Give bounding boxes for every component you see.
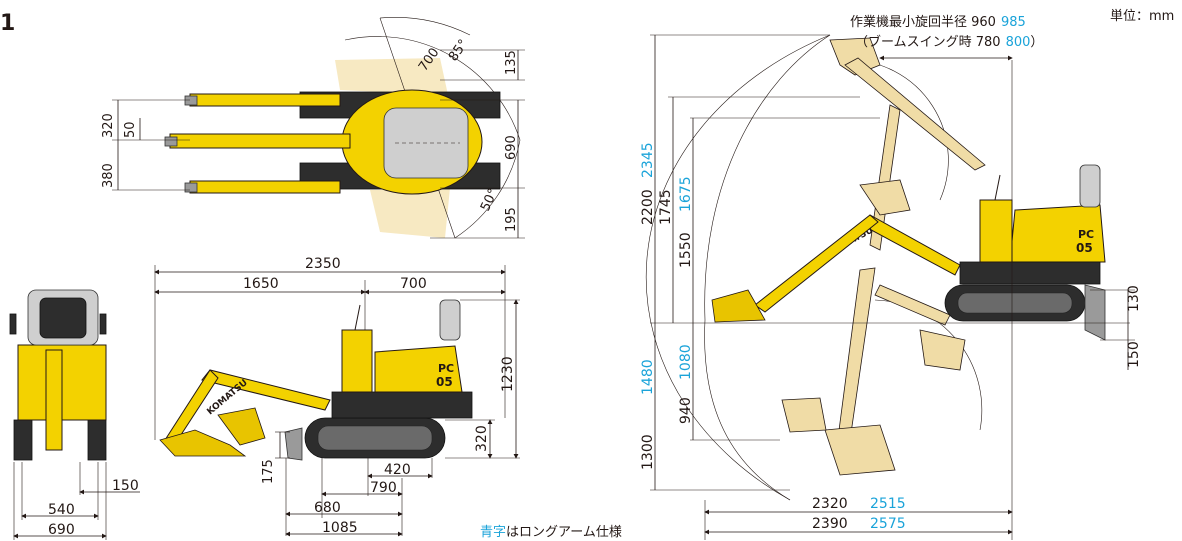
range-bucket-mid-low — [781, 397, 827, 433]
turning-radius-line2-close: ） — [1030, 35, 1043, 50]
turning-radius-line2-blue: 800 — [1006, 35, 1031, 50]
top-arm-lower — [189, 180, 341, 194]
range-bucket-low — [919, 329, 966, 371]
dim-380-label: 380 — [101, 163, 116, 188]
angle-85-label: 85° — [446, 37, 472, 64]
side-bucket — [217, 407, 266, 446]
side-engine-cover — [374, 345, 463, 393]
angle-50-label: 50° — [478, 186, 501, 213]
h-1745-label: 1745 — [658, 189, 674, 225]
dim-680-label: 680 — [314, 500, 341, 516]
range-blade — [1084, 284, 1106, 341]
range-arm-main — [754, 214, 879, 313]
range-control-tower — [979, 199, 1013, 263]
blade-130-label: 130 — [1126, 285, 1142, 312]
d-1300-label: 1300 — [640, 434, 656, 470]
range-bucket-main — [711, 289, 766, 323]
range-model-num: 05 — [1076, 241, 1093, 255]
range-undercarriage — [959, 261, 1101, 285]
dim-320-top-label: 320 — [101, 113, 116, 138]
d-1080-label: 1080 — [678, 344, 694, 380]
dim-135-label: 135 — [504, 50, 519, 75]
dim-700-side-label: 700 — [400, 276, 427, 292]
r-2320-label: 2320 — [812, 496, 848, 512]
range-model-pc: PC — [1078, 228, 1094, 241]
d-1480-label: 1480 — [640, 359, 656, 395]
side-seat — [439, 299, 461, 341]
side-undercarriage-top — [331, 391, 473, 419]
h-2200-label: 2200 — [640, 189, 656, 225]
d-940-label: 940 — [678, 397, 694, 424]
long-arm-note: 青字はロングアーム仕様 — [480, 525, 622, 540]
turning-radius-line1-text: 作業機最小旋回半径 960 — [850, 14, 996, 30]
dim-50-label: 50 — [123, 121, 138, 138]
top-arm-center — [169, 133, 351, 149]
range-seat — [1079, 164, 1101, 208]
range-arm-low — [837, 267, 876, 441]
units-label: 単位：mm — [1110, 8, 1174, 24]
side-view: PC 05 KOMATSU 2350 1650 700 1230 320 175 — [154, 256, 520, 537]
blade-150-label: 150 — [1126, 341, 1142, 368]
top-arm-upper — [189, 93, 341, 107]
figure-number: 1 — [0, 11, 15, 36]
side-model-num: 05 — [436, 375, 453, 389]
front-track-left — [13, 419, 33, 461]
h-1675-label: 1675 — [678, 176, 694, 212]
front-dim-690-label: 690 — [48, 522, 75, 538]
front-boom — [45, 349, 63, 451]
dim-195-label: 195 — [504, 207, 519, 232]
turning-radius-line1: 作業機最小旋回半径 960 985 — [850, 14, 1026, 30]
dim-790-label: 790 — [370, 480, 397, 496]
dim-1085-label: 1085 — [322, 520, 358, 536]
dim-2350-label: 2350 — [305, 256, 341, 272]
side-blade — [284, 427, 303, 461]
front-dim-540-label: 540 — [48, 502, 75, 518]
dim-1650-label: 1650 — [243, 276, 279, 292]
side-bucket-arm — [159, 429, 247, 457]
side-control-tower — [341, 329, 373, 393]
range-bucket-bottom — [824, 424, 896, 476]
range-bucket-mid — [859, 179, 911, 216]
side-model-pc: PC — [438, 362, 454, 375]
front-view: 150 540 690 — [9, 289, 140, 540]
r-2390-label: 2390 — [812, 516, 848, 532]
side-boom — [201, 369, 331, 411]
top-view: 85° 700 50° 135 690 195 320 50 380 — [101, 17, 525, 239]
dim-420-label: 420 — [384, 462, 411, 478]
dim-1230-label: 1230 — [500, 356, 516, 392]
long-arm-note-highlight: 青字 — [480, 525, 506, 540]
long-arm-note-rest: はロングアーム仕様 — [506, 525, 622, 540]
h-2345-label: 2345 — [640, 142, 656, 178]
front-dim-150-label: 150 — [112, 478, 139, 494]
h-1550-label: 1550 — [678, 232, 694, 268]
turning-radius-line1-blue: 985 — [1001, 15, 1026, 30]
dim-175-label: 175 — [261, 459, 276, 484]
front-track-right — [87, 419, 107, 461]
r-2515-label: 2515 — [870, 496, 906, 512]
range-arm-top — [844, 57, 986, 171]
turning-radius-line2-text: （ブームスイング時 780 — [855, 34, 1001, 50]
working-range-view: KOMATSU PC 05 2200 2345 1745 1550 1675 1… — [640, 34, 1142, 540]
range-arm-low2 — [874, 284, 951, 326]
dim-690-top-label: 690 — [504, 135, 519, 160]
dim-320-side-label: 320 — [474, 425, 490, 452]
turning-radius-line2: （ブームスイング時 780 800） — [855, 34, 1043, 50]
r-2575-label: 2575 — [870, 516, 906, 532]
